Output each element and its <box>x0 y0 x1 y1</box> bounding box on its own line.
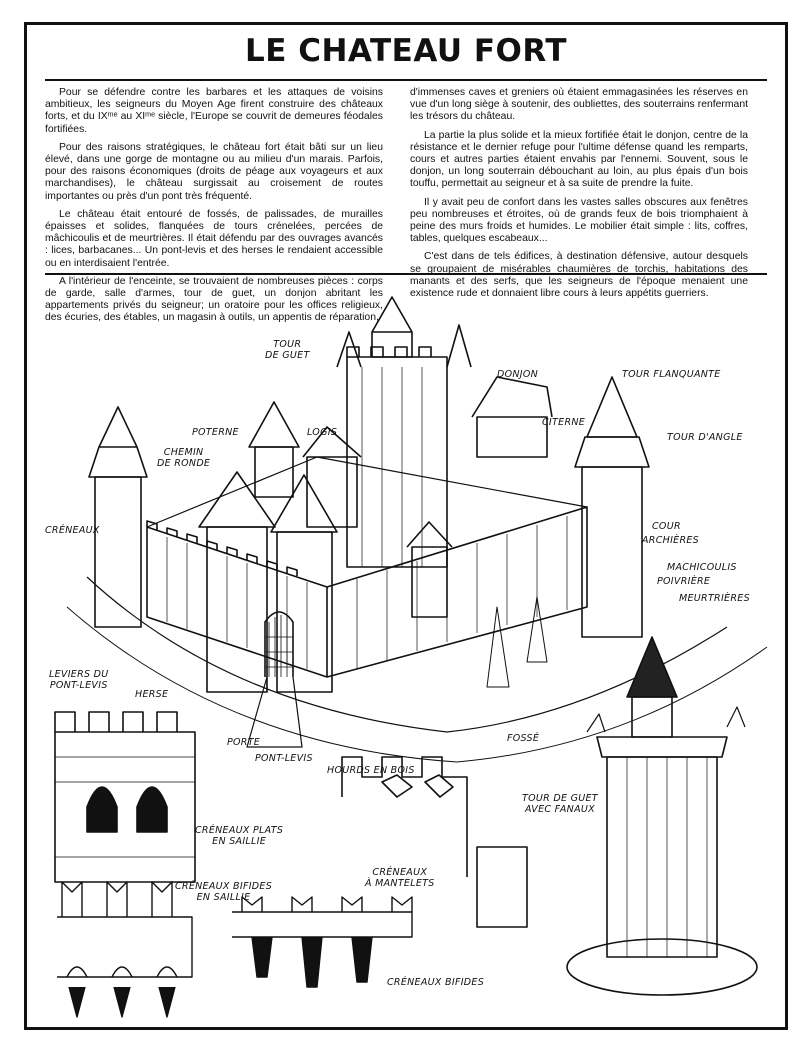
castle-illustration: TOUR DE GUET DONJON TOUR FLANQUANTE POTE… <box>27 277 785 1029</box>
label-creneaux-plats: CRÉNEAUX PLATS EN SAILLIE <box>195 825 284 847</box>
label-creneaux-bifides-saillie: CRÉNEAUX BIFIDES EN SAILLIE <box>175 881 273 903</box>
section-divider <box>45 273 767 275</box>
label-creneaux-bifides: CRÉNEAUX BIFIDES <box>387 977 485 988</box>
paragraph: La partie la plus solide et la mieux for… <box>410 129 748 190</box>
label-logis: LOGIS <box>307 427 338 438</box>
label-meurtrieres: MEURTRIÈRES <box>679 593 750 604</box>
label-creneaux-mantelets: CRÉNEAUX À MANTELETS <box>365 867 435 889</box>
paragraph: C'est dans de tels édifices, à destinati… <box>410 251 748 300</box>
label-tour-flanquante: TOUR FLANQUANTE <box>622 369 721 380</box>
label-pont-levis: PONT-LEVIS <box>255 753 313 764</box>
paragraph: Pour se défendre contre les barbares et … <box>45 87 383 135</box>
label-tour-d-angle: TOUR D'ANGLE <box>667 432 743 443</box>
article-left-column: Pour se défendre contre les barbares et … <box>45 87 383 331</box>
castle-drawing <box>54 296 768 1018</box>
paragraph: d'immenses caves et greniers où étaient … <box>410 87 748 123</box>
paragraph: Le château était entouré de fossés, de p… <box>45 208 383 269</box>
label-hourds: HOURDS EN BOIS <box>327 765 415 776</box>
label-tour-guet-fanaux: TOUR DE GUET AVEC FANAUX <box>522 793 598 815</box>
paragraph: Il y avait peu de confort dans les vaste… <box>410 196 748 245</box>
paragraph: Pour des raisons stratégiques, le châtea… <box>45 141 383 202</box>
label-poivriere: POIVRIÈRE <box>657 576 711 587</box>
label-tour-de-guet: TOUR DE GUET <box>265 339 310 361</box>
label-chemin-de-ronde: CHEMIN DE RONDE <box>157 447 211 469</box>
page-frame: LE CHATEAU FORT Pour se défendre contre … <box>24 22 788 1030</box>
label-creneaux: CRÉNEAUX <box>45 525 100 536</box>
label-poterne: POTERNE <box>192 427 239 438</box>
label-leviers: LEVIERS DU PONT-LEVIS <box>49 669 109 691</box>
title-divider <box>45 79 767 81</box>
label-herse: HERSE <box>135 689 169 700</box>
label-machicoulis: MACHICOULIS <box>667 562 737 573</box>
label-archieres: ARCHIÈRES <box>642 535 700 546</box>
label-fosse: FOSSÉ <box>507 733 540 744</box>
article-right-column: d'immenses caves et greniers où étaient … <box>410 87 748 306</box>
label-porte: PORTE <box>227 737 261 748</box>
label-citerne: CITERNE <box>542 417 586 428</box>
page-title: LE CHATEAU FORT <box>245 33 567 69</box>
paragraph: A l'intérieur de l'enceinte, se trouvaie… <box>45 275 383 324</box>
label-donjon: DONJON <box>497 369 539 380</box>
label-cour: COUR <box>652 521 681 532</box>
